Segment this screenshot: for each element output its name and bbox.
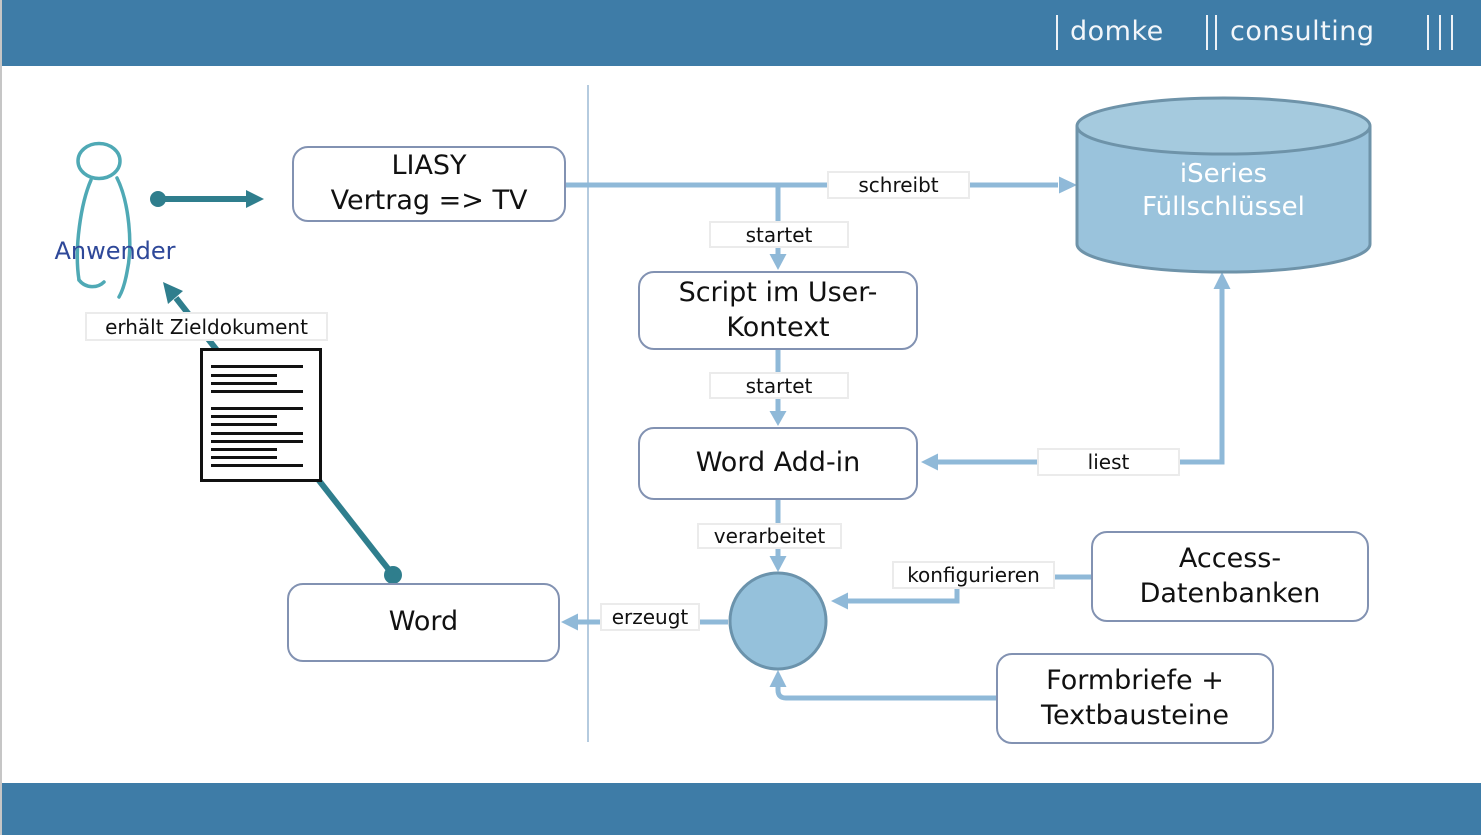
- edge-label-verarbeitet: verarbeitet: [697, 523, 842, 549]
- edge-label-konfigurieren: konfigurieren: [892, 561, 1055, 589]
- actor-anwender-label: Anwender: [54, 237, 176, 265]
- node-liasy: LIASY Vertrag => TV: [292, 146, 566, 222]
- node-iseries-line2: Füllschlüssel: [1142, 191, 1305, 222]
- arrowhead-into-junction-bottom: [769, 670, 787, 687]
- node-iseries-caption: iSeries Füllschlüssel: [1077, 158, 1370, 223]
- header-separator: [1056, 15, 1058, 50]
- edge-label-startet-2: startet: [709, 372, 849, 399]
- arrowhead-into-word: [561, 613, 578, 631]
- node-liasy-line2: Vertrag => TV: [330, 185, 528, 216]
- document-text-line: [211, 432, 303, 435]
- brand-name-right: consulting: [1230, 16, 1375, 47]
- document-text-line: [211, 448, 277, 451]
- edge-formbriefe-line: [775, 687, 996, 701]
- document-text-line: [211, 415, 277, 418]
- header-bar: domke consulting: [0, 0, 1481, 66]
- node-formbriefe-line1: Formbriefe +: [1046, 664, 1224, 696]
- node-word: Word: [287, 583, 560, 662]
- node-script-line2: Kontext: [726, 311, 830, 343]
- node-access-line1: Access-: [1178, 542, 1282, 574]
- arrowhead-into-junction-top: [769, 556, 787, 572]
- node-word-addin: Word Add-in: [638, 427, 918, 500]
- node-script-im-user-kontext: Script im User- Kontext: [638, 271, 918, 350]
- person-foot: [77, 278, 106, 289]
- arrowhead-into-wordaddin-right: [921, 453, 938, 471]
- document-text-line: [211, 456, 277, 459]
- document-icon: [200, 348, 322, 482]
- person-body-left: [75, 178, 93, 282]
- node-script-line1: Script im User-: [678, 276, 878, 308]
- edge-liest-line: [938, 288, 1225, 465]
- header-separator: [1206, 15, 1208, 50]
- document-text-line: [211, 407, 303, 410]
- header-separator: [1427, 15, 1429, 50]
- node-word-addin-label: Word Add-in: [695, 447, 861, 479]
- node-word-label: Word: [388, 606, 459, 638]
- cylinder-top: [1075, 96, 1372, 156]
- arrowhead-actor-to-liasy: [246, 190, 264, 208]
- node-formbriefe-textbausteine: Formbriefe + Textbausteine: [996, 653, 1274, 744]
- person-head: [76, 141, 122, 181]
- connector-arrowheads: [561, 176, 1231, 687]
- document-text-line: [211, 464, 303, 467]
- node-liasy-line1: LIASY: [391, 150, 467, 182]
- footer-bar: [0, 783, 1481, 835]
- database-cylinder-icon: [1075, 96, 1372, 274]
- arrowhead-into-junction-right: [831, 592, 848, 610]
- edge-label-schreibt: schreibt: [827, 171, 970, 199]
- arrowhead-into-script: [769, 254, 787, 270]
- brand-name-left: domke: [1070, 16, 1164, 47]
- document-text-line: [211, 382, 277, 385]
- arrowhead-into-wordaddin-top: [769, 411, 787, 426]
- cylinder-body: [1075, 126, 1372, 274]
- edge-label-startet-1: startet: [709, 221, 849, 248]
- person-body-right: [115, 176, 132, 299]
- document-text-line: [211, 365, 303, 368]
- document-text-line: [211, 423, 277, 426]
- arrowhead-into-iseries: [1059, 176, 1077, 194]
- node-access-datenbanken: Access- Datenbanken: [1091, 531, 1369, 622]
- edge-label-erhaelt-zieldokument: erhält Zieldokument: [85, 312, 328, 341]
- arrowhead-to-anwender: [163, 282, 183, 304]
- node-iseries-line1: iSeries: [1179, 159, 1268, 189]
- person-icon: [75, 141, 132, 299]
- window-edge: [0, 0, 2, 835]
- edge-label-liest: liest: [1037, 448, 1180, 476]
- junction-circle: [728, 571, 828, 671]
- document-text-line: [211, 440, 303, 443]
- header-separator: [1215, 15, 1217, 50]
- node-formbriefe-line2: Textbausteine: [1041, 699, 1229, 731]
- document-text-line: [211, 390, 303, 393]
- node-access-line2: Datenbanken: [1139, 577, 1321, 609]
- edge-label-erzeugt: erzeugt: [600, 603, 700, 631]
- arrowhead-into-iseries-bottom: [1213, 272, 1231, 289]
- vertical-divider-line: [587, 85, 589, 742]
- header-separator: [1439, 15, 1441, 50]
- document-text-line: [211, 374, 277, 377]
- header-separator: [1451, 15, 1453, 50]
